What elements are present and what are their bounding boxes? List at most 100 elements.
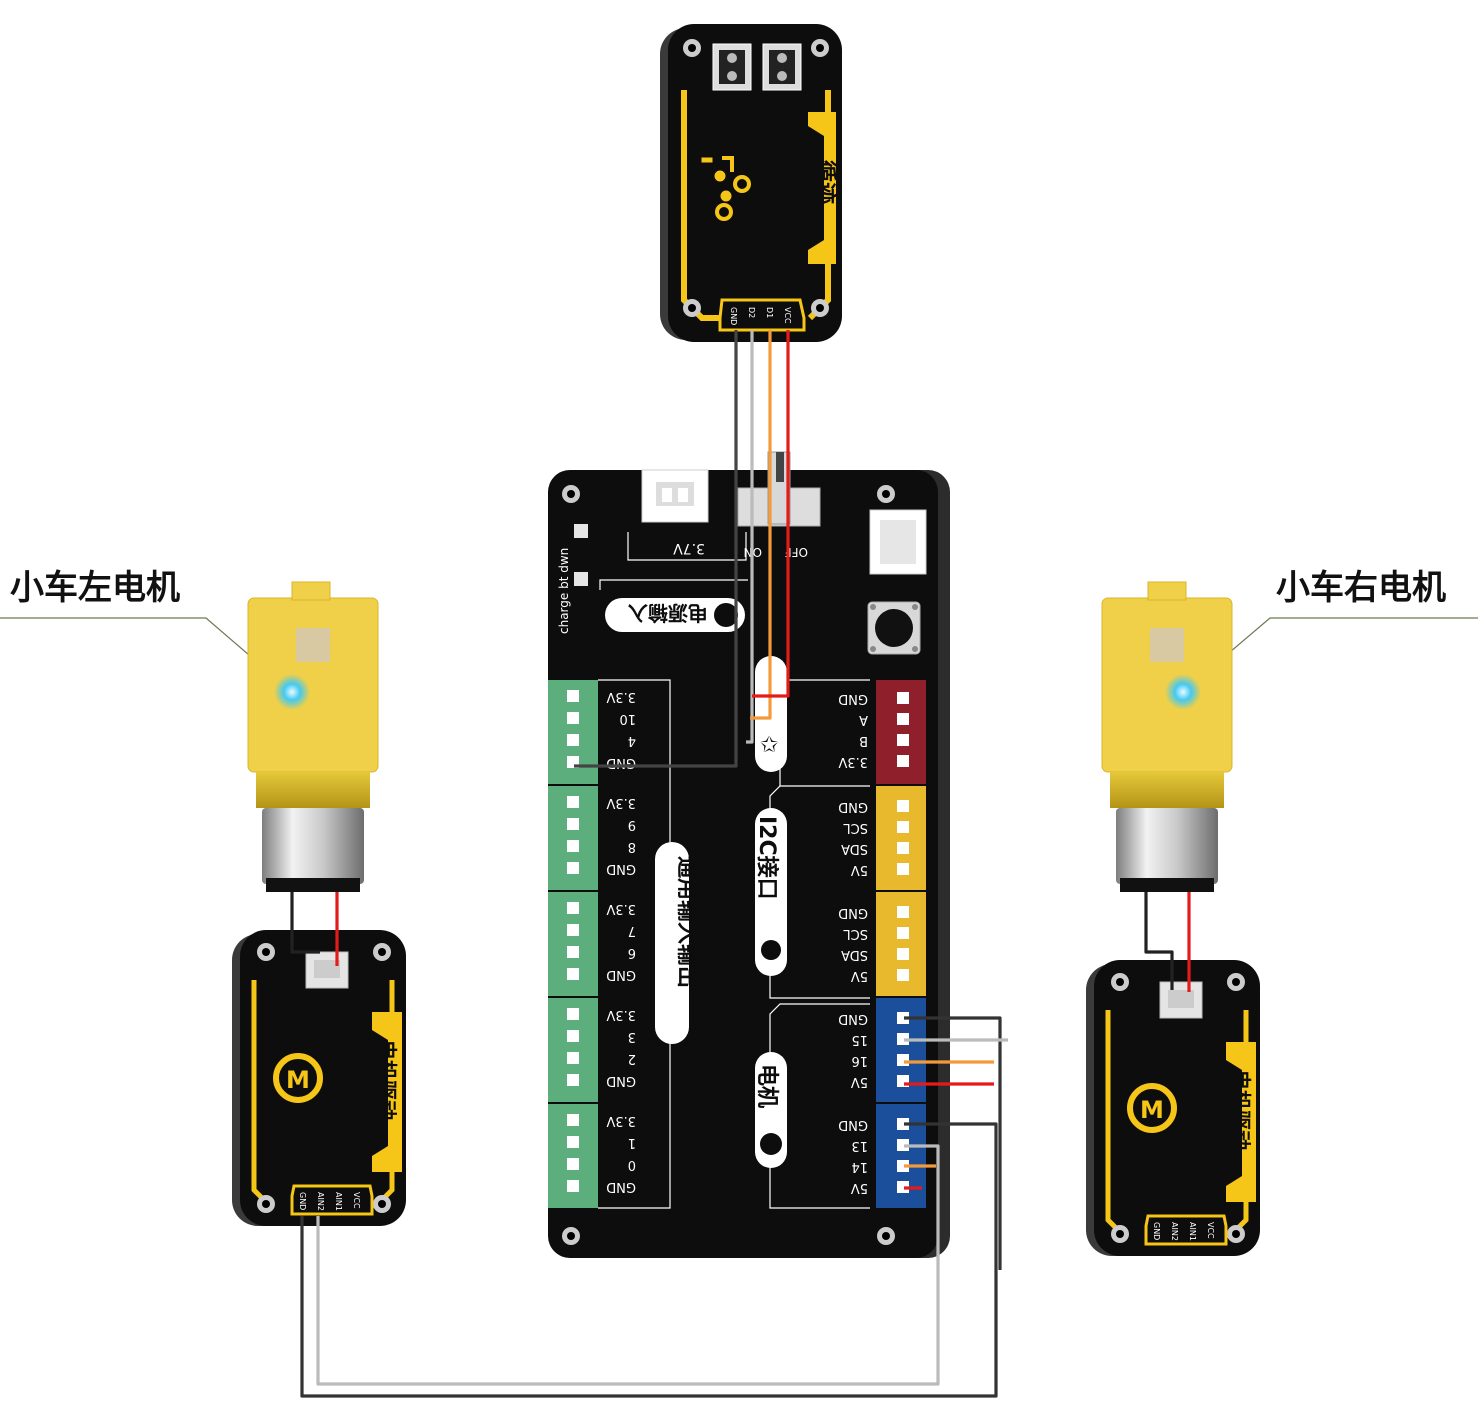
green-pin-label: 9 [628, 817, 636, 832]
right-pin-label: SCL [843, 926, 868, 941]
header-pin [567, 924, 579, 936]
green-pin-label: GND [606, 861, 636, 876]
main-control-board: 3.7V OFF ON 电源输入 charge bt dwn [548, 451, 950, 1258]
right-driver-pin-label: GND [1152, 1222, 1161, 1240]
header-pin [897, 906, 909, 918]
right-driver-pin-label: AIN1 [1188, 1222, 1197, 1241]
header-pin [567, 902, 579, 914]
wire-left-ain2 [316, 1144, 940, 1386]
right-motor [1101, 581, 1233, 892]
right-driver-pin-label: VCC [1206, 1222, 1215, 1239]
header-pin [897, 1181, 909, 1193]
right-pin-label: 5V [851, 862, 868, 877]
green-pin-label: 1 [628, 1135, 636, 1150]
header-pin [897, 713, 909, 725]
i2c-section-title: I2C接口 [754, 808, 787, 976]
green-header-labels: 3.3V104GND3.3V98GND3.3V76GND3.3V32GND3.3… [606, 689, 636, 1194]
header-pin [567, 1008, 579, 1020]
wire-left-motor-black [290, 892, 320, 954]
left-motor-driver: M 电机驱动 GND AIN2 AIN1 VCC [232, 930, 406, 1226]
green-pin-label: GND [606, 755, 636, 770]
green-pin-label: 10 [619, 711, 636, 726]
left-driver-pin-label: GND [298, 1192, 307, 1210]
motor-logo-icon [1127, 1083, 1177, 1133]
left-driver-title: 电机驱动 [375, 1040, 399, 1120]
header-pin [567, 1114, 579, 1126]
power-input-label: 电源输入 [628, 601, 708, 625]
right-motor-label: 小车右电机 [1276, 568, 1446, 608]
header-pin [897, 969, 909, 981]
switch-off-label: OFF [785, 545, 808, 559]
header-pin [567, 1030, 579, 1042]
right-pin-label: GND [838, 1117, 868, 1132]
green-pin-label: 7 [628, 923, 636, 938]
right-pin-label: 16 [851, 1053, 868, 1068]
header-pin [567, 1158, 579, 1170]
battery-voltage-label: 3.7V [673, 540, 705, 556]
right-pin-label: GND [838, 1011, 868, 1026]
header-pin [897, 800, 909, 812]
green-pin-label: 3.3V [606, 795, 636, 810]
green-pin-label: GND [606, 1179, 636, 1194]
star-icon: ✩ [760, 733, 778, 758]
charge-indicator: charge bt dwn [557, 524, 588, 634]
green-pin-label: 2 [628, 1051, 636, 1066]
header-pin [897, 1139, 909, 1151]
right-driver-pin-label: AIN2 [1170, 1222, 1179, 1241]
green-pin-label: 3.3V [606, 1113, 636, 1128]
header-pin [567, 690, 579, 702]
motor-section-title: 电机 [754, 1052, 787, 1168]
line-sensor-module: 循迹 GND D2 D1 VCC [660, 24, 842, 342]
header-pin [897, 1118, 909, 1130]
wire-sensor-d1 [750, 330, 772, 720]
right-pin-label: SDA [841, 841, 868, 856]
line-sensor-pin-label: VCC [783, 307, 792, 324]
wire-left-gnd [300, 1122, 998, 1398]
line-sensor-pin-label: D2 [747, 307, 756, 318]
io-title: 通用输入输出 [674, 856, 700, 988]
header-pin [897, 692, 909, 704]
power-input-badge: 电源输入 [605, 598, 745, 632]
right-pin-label: 5V [851, 1180, 868, 1195]
wire-sensor-vcc [752, 330, 790, 698]
right-pin-label: 13 [851, 1138, 868, 1153]
reset-button[interactable] [867, 601, 921, 655]
line-sensor-pin-label: GND [729, 307, 738, 325]
charge-label: charge bt dwn [557, 548, 571, 634]
green-pin-label: 3.3V [606, 901, 636, 916]
wires [290, 330, 1191, 1398]
right-pin-label: GND [838, 905, 868, 920]
right-pin-label: GND [838, 691, 868, 706]
svg-text:M: M [1140, 1096, 1164, 1124]
line-sensor-pin-label: D1 [765, 307, 774, 318]
header-pin [897, 842, 909, 854]
header-pin [567, 1052, 579, 1064]
svg-text:M: M [286, 1066, 310, 1094]
right-header-pins [897, 692, 909, 1193]
header-pin [567, 734, 579, 746]
header-pin [567, 1180, 579, 1192]
wire-sensor-gnd [574, 330, 738, 768]
right-pin-label: SDA [841, 947, 868, 962]
left-driver-pin-label: VCC [352, 1192, 361, 1209]
right-pin-label: 5V [851, 968, 868, 983]
right-motor-driver: M 电机驱动 GND AIN2 AIN1 VCC [1086, 960, 1260, 1256]
wire-right-motor-black [1144, 892, 1174, 990]
line-sensor-title: 循迹 [812, 160, 838, 204]
right-pin-label: SCL [843, 820, 868, 835]
right-pin-label: 14 [851, 1159, 868, 1174]
header-pin [567, 968, 579, 980]
header-pin [567, 796, 579, 808]
green-pin-label: 3 [628, 1029, 636, 1044]
header-pin [897, 927, 909, 939]
motor-logo-icon [273, 1053, 323, 1103]
header-pin [897, 863, 909, 875]
left-driver-pin-label: AIN1 [334, 1192, 343, 1211]
header-pin [897, 1160, 909, 1172]
header-pin [567, 818, 579, 830]
header-pin [567, 1074, 579, 1086]
right-pin-label: A [859, 712, 868, 727]
header-pin [897, 821, 909, 833]
right-pin-label: B [859, 733, 868, 748]
